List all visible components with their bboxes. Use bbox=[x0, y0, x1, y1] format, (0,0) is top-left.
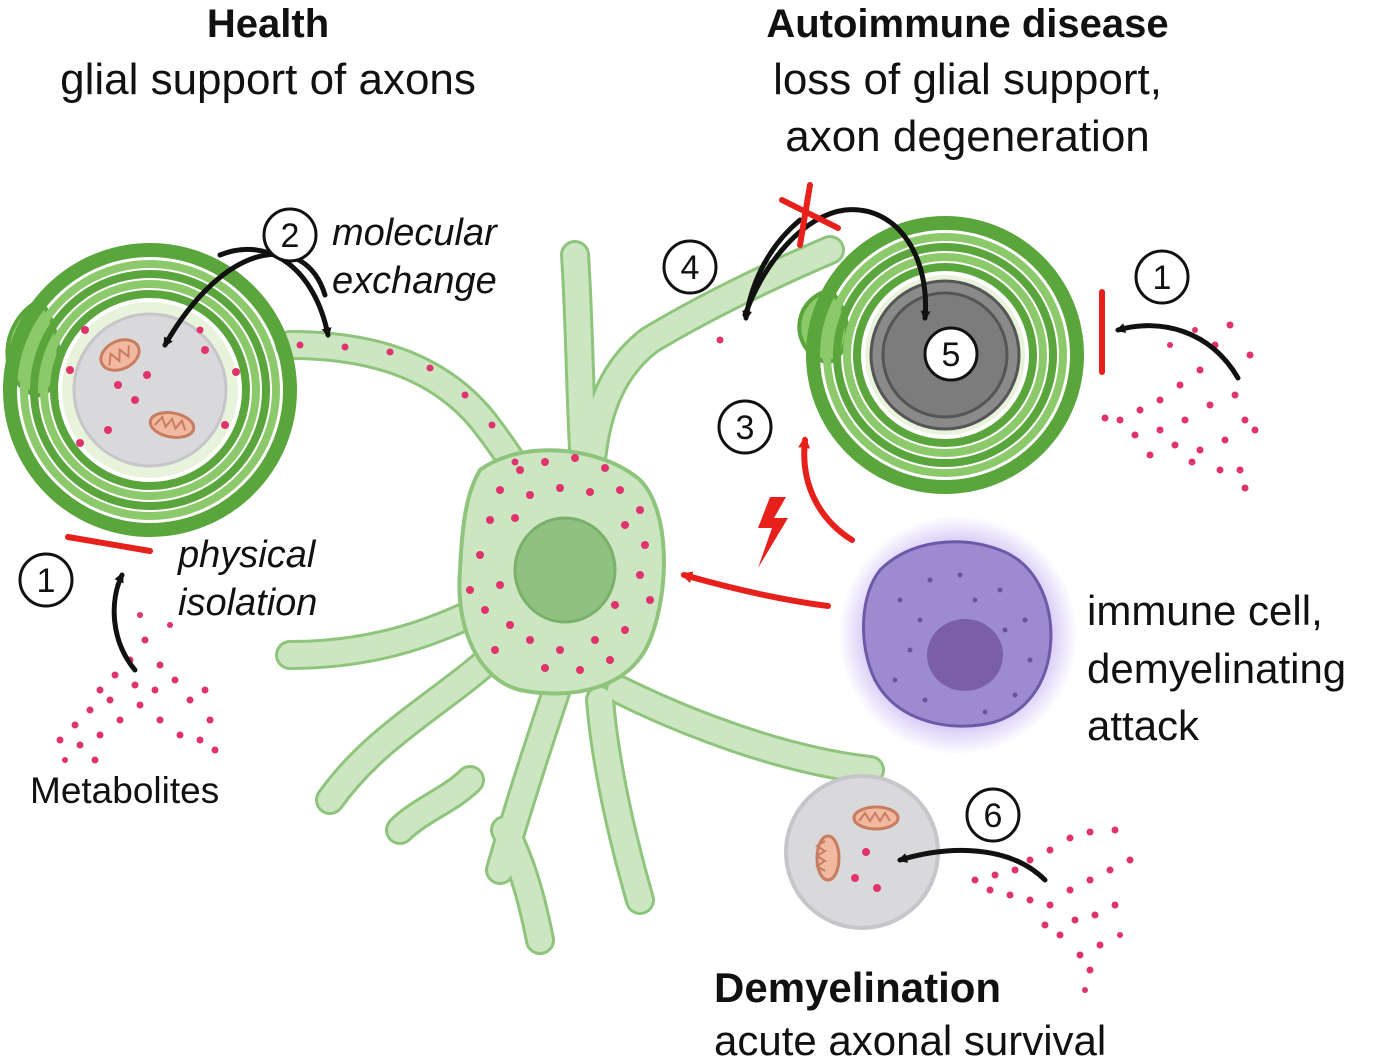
autoimmune-heading: Autoimmune disease bbox=[766, 2, 1169, 46]
step-circle-axon-degeneration: 5 bbox=[923, 326, 979, 382]
arrow-exchange-to-glia bbox=[217, 246, 332, 338]
mitochondrion bbox=[148, 411, 196, 439]
arrow-metabolites-demyelinated bbox=[897, 847, 1048, 883]
metabolite-cloud-health bbox=[56, 612, 219, 764]
molecular-exchange-label-line2: exchange bbox=[332, 260, 497, 302]
step-circle-disease-isolation: 1 bbox=[1134, 249, 1190, 305]
immune-nucleus bbox=[927, 619, 1003, 691]
step-circle-health-exchange: 2 bbox=[262, 207, 318, 263]
step-circle-immune-attack: 3 bbox=[717, 399, 773, 455]
immune-cell-label-line3: attack bbox=[1087, 702, 1200, 749]
step-number: 4 bbox=[681, 249, 700, 287]
arrow-immune-to-glia bbox=[680, 571, 831, 609]
axon-metabolite-dots bbox=[66, 326, 240, 447]
metabolite-cloud-disease bbox=[1101, 321, 1259, 492]
step-markers: 2 1 4 5 1 3 6 bbox=[18, 207, 1190, 843]
step-circle-demyelinated-survival: 6 bbox=[965, 787, 1021, 843]
metabolites-label: Metabolites bbox=[30, 770, 220, 811]
oligodendrocyte bbox=[275, 235, 885, 955]
mitochondrion bbox=[99, 338, 141, 372]
step-circle-health-isolation: 1 bbox=[18, 552, 74, 608]
step-number: 1 bbox=[37, 562, 56, 600]
immune-cell-label-line2: demyelinating bbox=[1087, 645, 1347, 692]
health-heading: Health bbox=[206, 2, 330, 46]
glia-metabolite-dots bbox=[296, 336, 724, 674]
arrow-blocked-exchange-to-axon bbox=[842, 207, 931, 321]
demyelinated-metabolite-dots bbox=[851, 848, 881, 892]
arrow-metabolites-up-left bbox=[111, 572, 138, 673]
health-subheading: glial support of axons bbox=[60, 55, 476, 104]
arrow-molecular-exchange bbox=[162, 251, 328, 348]
inhibition-bar-health bbox=[65, 534, 153, 554]
step-number: 5 bbox=[942, 336, 961, 374]
healthy-axon bbox=[72, 312, 228, 468]
physical-isolation-label-line2: isolation bbox=[178, 582, 318, 624]
arrow-immune-to-myelin bbox=[798, 436, 855, 543]
autoimmune-subheading-line2: axon degeneration bbox=[785, 112, 1150, 161]
myelin-rings-left bbox=[3, 243, 297, 537]
black-arrows bbox=[111, 207, 1241, 883]
arrow-blocked-exchange-to-glia bbox=[742, 217, 803, 321]
step-circle-exchange-blocked: 4 bbox=[662, 239, 718, 295]
demyelinated-axon bbox=[784, 774, 940, 930]
healthy-myelinated-axon bbox=[3, 243, 297, 537]
step-number: 6 bbox=[984, 797, 1003, 835]
immune-cell bbox=[838, 515, 1078, 755]
molecular-exchange-label-line1: molecular bbox=[332, 212, 497, 254]
myelin-rings-right bbox=[806, 216, 1084, 494]
mitochondrion bbox=[852, 805, 900, 831]
step-number: 3 bbox=[736, 409, 755, 447]
demyelination-heading: Demyelination bbox=[714, 964, 1002, 1011]
step-number: 2 bbox=[281, 217, 300, 255]
glia-nucleus bbox=[513, 516, 617, 624]
blocked-exchange-cross bbox=[779, 182, 841, 248]
red-markers bbox=[65, 182, 1105, 609]
demyelination-subheading: acute axonal survival bbox=[714, 1017, 1107, 1064]
immune-cell-label-line1: immune cell, bbox=[1087, 587, 1323, 634]
step-number: 1 bbox=[1153, 259, 1172, 297]
mitochondrion bbox=[815, 834, 841, 882]
autoimmune-subheading-line1: loss of glial support, bbox=[773, 55, 1162, 104]
metabolite-cloud-demyelination bbox=[971, 826, 1134, 993]
physical-isolation-label-line1: physical bbox=[178, 534, 316, 576]
arrow-metabolites-right bbox=[1115, 323, 1241, 381]
lightning-icon bbox=[758, 497, 788, 568]
